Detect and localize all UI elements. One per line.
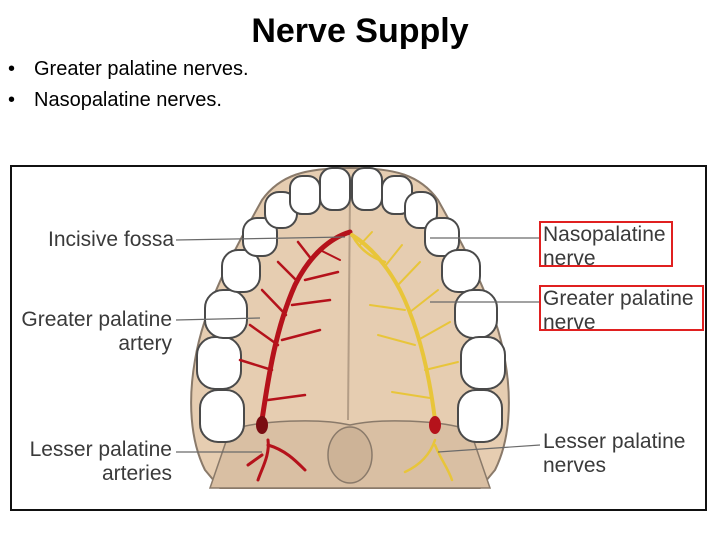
tooth [460, 336, 506, 390]
palatine-spine [327, 426, 373, 484]
median-suture [347, 189, 351, 421]
label-line: Greater palatine [543, 287, 694, 310]
teeth [196, 167, 506, 443]
label-greater-palatine-nerve: Greater palatine nerve [543, 287, 694, 335]
tooth [319, 167, 351, 211]
greater-palatine-artery [238, 229, 353, 423]
highlight-box-greater-palatine [539, 285, 704, 331]
tooth [441, 249, 481, 293]
label-line: Greater palatine [21, 308, 172, 331]
highlight-box-nasopalatine [539, 221, 673, 267]
tooth [204, 289, 248, 339]
label-greater-palatine-artery: Greater palatine artery [12, 308, 172, 356]
bullet-nasopalatine: Nasopalatine nerves. [8, 85, 249, 116]
tooth [457, 389, 503, 443]
tooth [199, 389, 245, 443]
label-line: arteries [101, 462, 172, 485]
leader-lines [175, 236, 541, 453]
label-lesser-palatine-nerves: Lesser palatine nerves [543, 430, 685, 478]
slide-title: Nerve Supply [251, 12, 469, 50]
lesser-palatine-nerves [403, 438, 454, 482]
tooth [221, 249, 261, 293]
label-incisive-fossa: Incisive fossa [48, 228, 175, 251]
palatine-nerves [350, 231, 459, 422]
tooth [196, 336, 242, 390]
label-nasopalatine-nerve: Nasopalatine nerve [543, 223, 666, 271]
tooth [424, 217, 460, 257]
label-line: artery [118, 332, 172, 355]
label-line: Lesser palatine [29, 438, 172, 461]
label-lesser-palatine-arteries: Lesser palatine arteries [12, 438, 172, 486]
bullet-greater-palatine: Greater palatine nerves. [8, 54, 249, 85]
tooth [404, 191, 438, 229]
greater-palatine-foramen-left [256, 416, 268, 434]
tooth [289, 175, 321, 215]
bullet-list: Greater palatine nerves. Nasopalatine ne… [8, 54, 249, 116]
label-line: Lesser palatine [543, 430, 686, 453]
label-line: nerve [543, 247, 596, 270]
tooth [351, 167, 383, 211]
label-line: nerve [543, 311, 596, 334]
label-line: nerves [543, 454, 607, 477]
lesser-palatine-arteries [246, 438, 307, 482]
tooth [242, 217, 278, 257]
greater-palatine-foramen-right [429, 416, 441, 434]
label-line: Nasopalatine [543, 223, 666, 246]
tooth [454, 289, 498, 339]
